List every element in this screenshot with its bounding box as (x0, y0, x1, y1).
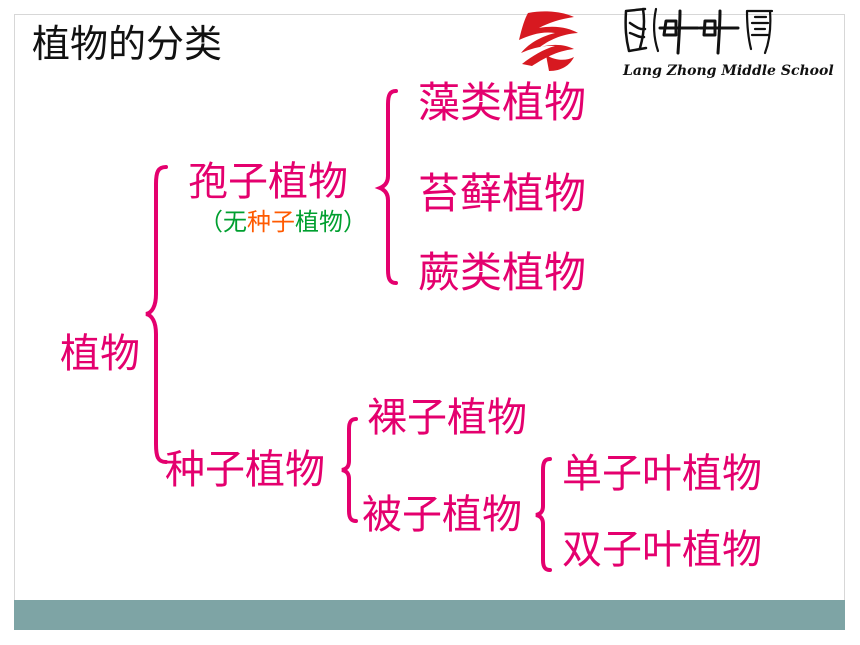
spore-note: （无种子植物） (199, 210, 367, 234)
note-open: （ (199, 208, 223, 236)
bottom-bar (14, 600, 845, 630)
note-wu: 无 (223, 208, 247, 236)
spore-brace (374, 89, 398, 285)
seed-brace (341, 417, 358, 523)
root-label: 植物 (60, 331, 140, 377)
seed-plants-label: 种子植物 (165, 447, 325, 493)
school-logo: Lang Zhong Middle School (500, 3, 860, 93)
logo-text: Lang Zhong Middle School (623, 63, 834, 79)
monocot-plants: 单子叶植物 (562, 451, 762, 497)
fern-plants: 蕨类植物 (418, 248, 587, 297)
gymnosperm-plants: 裸子植物 (367, 395, 527, 441)
moss-plants: 苔藓植物 (418, 169, 587, 218)
main-brace (145, 165, 168, 464)
angiosperm-brace (535, 457, 552, 572)
slide-frame (14, 14, 845, 630)
page-title: 植物的分类 (32, 22, 223, 66)
note-close: ） (343, 208, 367, 236)
angiosperm-plants: 被子植物 (362, 492, 522, 538)
dicot-plants: 双子叶植物 (562, 527, 762, 573)
note-seed: 种子 (247, 208, 295, 236)
algae-plants: 藻类植物 (418, 78, 587, 127)
note-plant: 植物 (295, 208, 343, 236)
logo-emblem-icon (519, 7, 774, 71)
spore-plants-label: 孢子植物 (188, 159, 348, 205)
